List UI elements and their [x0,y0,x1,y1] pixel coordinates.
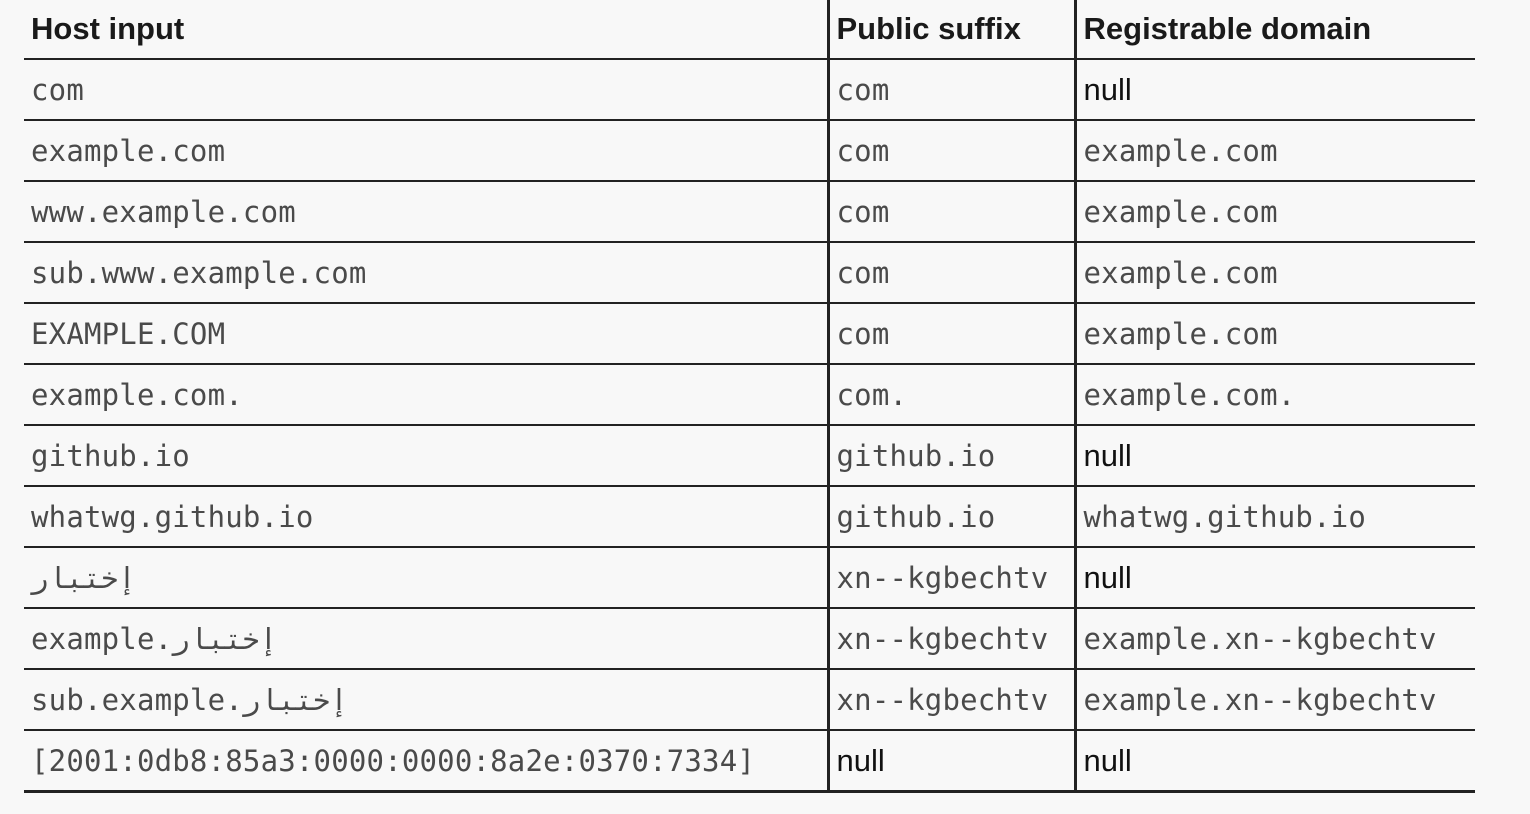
registrable-domain-cell: example.com. [1073,364,1475,426]
public-suffix-cell: xn--kgbechtv [826,547,1075,609]
registrable-domain-cell: example.com [1073,120,1475,182]
public-suffix-cell: com [826,181,1075,243]
host-input-cell: whatwg.github.io [24,486,828,548]
host-examples-table: Host input Public suffix Registrable dom… [24,0,1475,793]
header-registrable-domain: Registrable domain [1073,0,1475,60]
public-suffix-cell: com. [826,364,1075,426]
table-header-row: Host input Public suffix Registrable dom… [24,0,1475,60]
header-public-suffix: Public suffix [826,0,1075,60]
registrable-domain-cell: example.xn--kgbechtv [1073,669,1475,731]
host-examples-table-container: Host input Public suffix Registrable dom… [24,0,1475,793]
table-row: example.com.com.example.com. [24,364,1475,426]
host-input-cell: sub.www.example.com [24,242,828,304]
public-suffix-cell: com [826,59,1075,121]
host-input-cell: com [24,59,828,121]
host-input-cell: EXAMPLE.COM [24,303,828,365]
host-input-cell: github.io [24,425,828,487]
host-input-cell: إختبار [24,547,828,609]
public-suffix-cell: xn--kgbechtv [826,608,1075,670]
registrable-domain-cell: null [1073,547,1475,609]
host-input-cell: example.com. [24,364,828,426]
registrable-domain-cell: null [1073,425,1475,487]
registrable-domain-cell: whatwg.github.io [1073,486,1475,548]
host-input-cell: sub.example.إختبار [24,669,828,731]
table-row: [2001:0db8:85a3:0000:0000:8a2e:0370:7334… [24,730,1475,793]
public-suffix-cell: com [826,242,1075,304]
host-input-cell: example.com [24,120,828,182]
public-suffix-cell: xn--kgbechtv [826,669,1075,731]
registrable-domain-cell: example.com [1073,303,1475,365]
public-suffix-cell: null [826,730,1075,793]
host-input-cell: www.example.com [24,181,828,243]
public-suffix-cell: github.io [826,425,1075,487]
host-input-cell: [2001:0db8:85a3:0000:0000:8a2e:0370:7334… [24,730,828,793]
public-suffix-cell: com [826,303,1075,365]
registrable-domain-cell: null [1073,59,1475,121]
registrable-domain-cell: null [1073,730,1475,793]
public-suffix-cell: com [826,120,1075,182]
header-host-input: Host input [24,0,828,60]
registrable-domain-cell: example.xn--kgbechtv [1073,608,1475,670]
public-suffix-cell: github.io [826,486,1075,548]
registrable-domain-cell: example.com [1073,242,1475,304]
registrable-domain-cell: example.com [1073,181,1475,243]
host-input-cell: example.إختبار [24,608,828,670]
